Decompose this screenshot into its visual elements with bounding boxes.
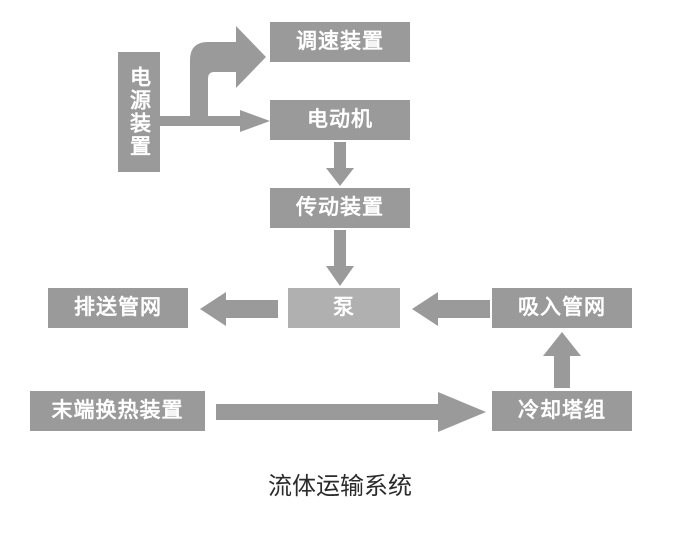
node-power-supply[interactable]: 电源装置 [118,52,160,172]
node-speed-regulator-label: 调速装置 [296,30,384,54]
node-pump[interactable]: 泵 [288,288,400,328]
node-electric-motor-label: 电动机 [307,108,373,132]
arrow-pump-to-discharge [200,292,278,326]
node-transmission[interactable]: 传动装置 [270,188,410,228]
node-power-supply-label: 电源装置 [127,66,151,158]
arrow-suction-to-pump [412,292,490,326]
node-discharge-pipe-network[interactable]: 排送管网 [48,288,188,328]
arrow-power-to-speed-regulator [188,24,268,124]
arrow-terminal-to-cooling-tower [216,392,486,432]
arrow-cooling-tower-to-suction [543,332,581,388]
arrow-motor-to-transmission [326,142,354,186]
node-terminal-heat-exchanger-label: 末端换热装置 [51,399,184,423]
node-discharge-pipe-network-label: 排送管网 [74,296,162,320]
node-electric-motor[interactable]: 电动机 [270,100,410,140]
node-cooling-tower-label: 冷却塔组 [518,399,606,423]
node-transmission-label: 传动装置 [296,196,384,220]
node-suction-pipe-network[interactable]: 吸入管网 [492,288,632,328]
arrow-power-to-motor [160,110,270,132]
node-suction-pipe-network-label: 吸入管网 [518,296,606,320]
node-cooling-tower[interactable]: 冷却塔组 [492,391,632,431]
node-pump-label: 泵 [333,296,355,320]
arrow-transmission-to-pump [326,230,354,286]
node-terminal-heat-exchanger[interactable]: 末端换热装置 [30,391,205,431]
diagram-caption: 流体运输系统 [268,474,412,500]
node-speed-regulator[interactable]: 调速装置 [270,22,410,62]
